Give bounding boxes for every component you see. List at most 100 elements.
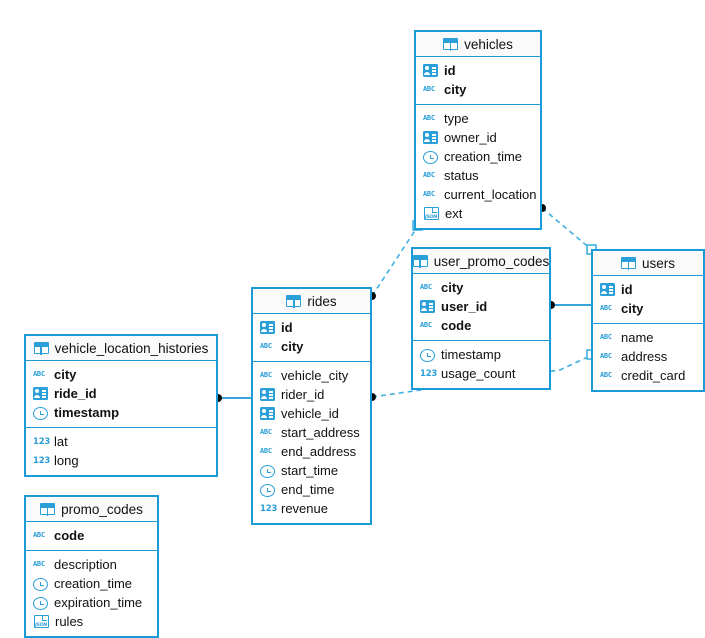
key-icon	[420, 300, 435, 313]
field-name: rules	[55, 614, 84, 629]
relationship-line	[541, 207, 593, 251]
clock-icon	[260, 464, 275, 478]
primary-key-field-row[interactable]: ride_id	[26, 384, 216, 403]
field-row[interactable]: expiration_time	[26, 593, 157, 612]
table-header[interactable]: rides	[253, 289, 370, 314]
field-row[interactable]: ABC type	[416, 109, 540, 128]
field-row[interactable]: vehicle_id	[253, 404, 370, 423]
field-name: city	[621, 301, 644, 316]
table-icon	[443, 38, 459, 51]
primary-key-field-row[interactable]: user_id	[413, 297, 549, 316]
abc-icon: ABC	[260, 371, 272, 379]
field-name: id	[621, 282, 633, 297]
field-row[interactable]: rider_id	[253, 385, 370, 404]
field-name: rider_id	[281, 387, 325, 402]
relationship-user_promo_codes-users[interactable]	[547, 301, 591, 309]
field-name: city	[441, 280, 464, 295]
table-name: user_promo_codes	[433, 253, 550, 269]
field-row[interactable]: owner_id	[416, 128, 540, 147]
field-name: revenue	[281, 501, 328, 516]
field-name: id	[444, 63, 456, 78]
key-icon	[33, 387, 48, 400]
table-name: users	[641, 255, 675, 271]
field-name: type	[444, 111, 469, 126]
field-name: ride_id	[54, 386, 97, 401]
relationship-vlh-rides[interactable]	[214, 394, 251, 402]
table-header[interactable]: vehicle_location_histories	[26, 336, 216, 361]
field-row[interactable]: timestamp	[413, 345, 549, 364]
num-icon: 123	[420, 369, 438, 379]
num-icon: 123	[260, 504, 278, 514]
key-icon	[260, 407, 275, 420]
field-row[interactable]: creation_time	[26, 574, 157, 593]
field-name: address	[621, 349, 668, 364]
field-name: city	[54, 367, 77, 382]
table-header[interactable]: users	[593, 251, 703, 276]
table-icon	[412, 255, 428, 268]
field-name: id	[281, 320, 293, 335]
abc-icon: ABC	[423, 114, 435, 122]
field-name: usage_count	[441, 366, 516, 381]
field-name: creation_time	[444, 149, 523, 164]
table-icon	[620, 257, 636, 270]
abc-icon: ABC	[600, 333, 612, 341]
field-name: timestamp	[441, 347, 501, 362]
abc-icon: ABC	[600, 371, 612, 379]
field-name: status	[444, 168, 479, 183]
table-header[interactable]: user_promo_codes	[412, 249, 550, 274]
key-icon	[423, 131, 438, 144]
table-name: promo_codes	[61, 501, 143, 517]
field-row[interactable]: creation_time	[416, 147, 540, 166]
field-name: user_id	[441, 299, 488, 314]
clock-icon	[260, 483, 275, 497]
primary-key-field-row[interactable]: id	[253, 318, 370, 337]
field-name: start_address	[281, 425, 360, 440]
primary-key-field-row[interactable]: id	[416, 61, 540, 80]
table-header[interactable]: promo_codes	[26, 497, 157, 522]
primary-key-field-row[interactable]: timestamp	[26, 403, 216, 422]
field-row[interactable]: start_time	[253, 461, 370, 480]
field-row[interactable]: end_time	[253, 480, 370, 499]
primary-key-field-row[interactable]: ABC city	[593, 299, 703, 318]
table-icon	[286, 295, 302, 308]
table-name: vehicle_location_histories	[54, 340, 209, 356]
table-header[interactable]: vehicles	[416, 32, 540, 57]
key-icon	[600, 283, 615, 296]
abc-icon: ABC	[600, 304, 612, 312]
primary-key-field-row[interactable]: id	[593, 280, 703, 299]
